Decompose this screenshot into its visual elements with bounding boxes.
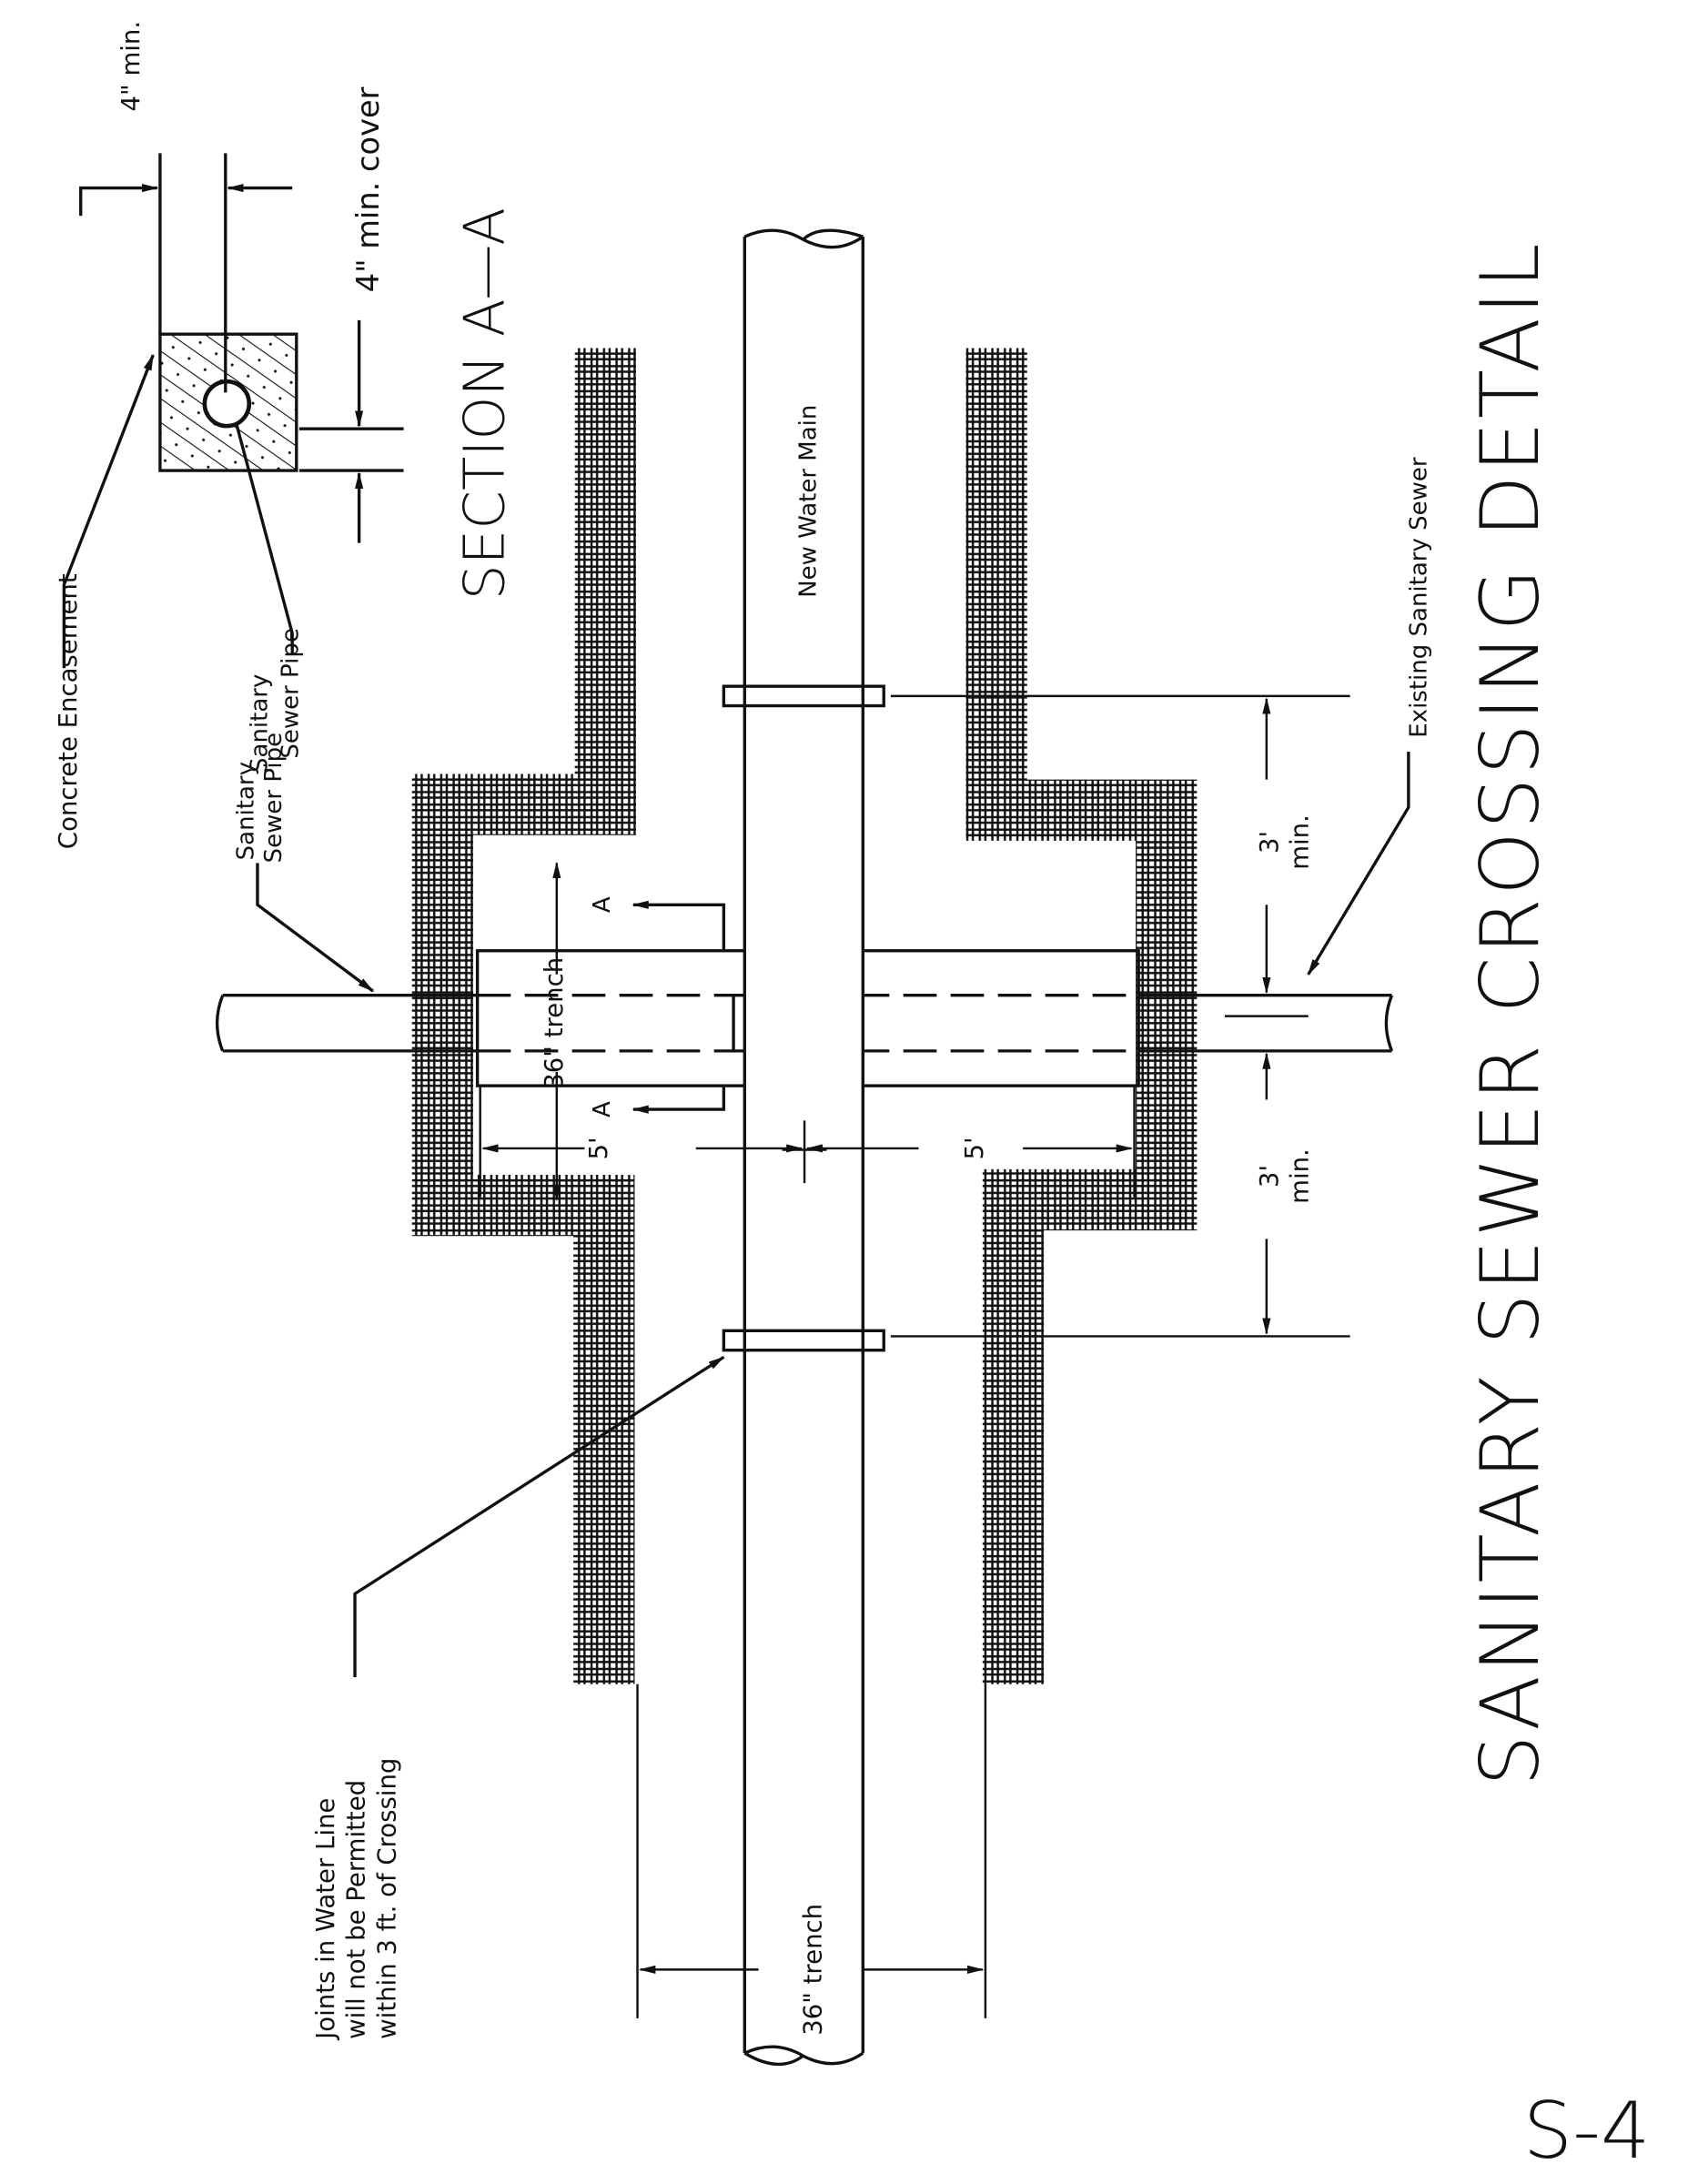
joints-note: Joints in Water Line <box>311 1798 340 2041</box>
dim-5ft-right: 5' <box>960 1137 989 1159</box>
dim-3ft-lower: 3' <box>1255 1165 1284 1188</box>
trench-width-bottom: 36" trench <box>798 1904 827 2036</box>
svg-text:4" min. cover: 4" min. cover <box>350 86 386 292</box>
section-mark-a1: A <box>589 896 616 913</box>
trench-walls <box>411 348 1198 1684</box>
drawing-title: SANITARY SEWER CROSSING DETAIL <box>1463 240 1557 1786</box>
pipe-joint <box>722 1329 885 1352</box>
existing-sewer-label: Existing Sanitary Sewer <box>1406 457 1433 738</box>
svg-text:within 3 ft. of Crossing: within 3 ft. of Crossing <box>372 1758 401 2039</box>
sheet-number: S-4 <box>1523 2086 1651 2177</box>
svg-text:Concrete Encasement: Concrete Encasement <box>54 573 83 849</box>
dim-5ft-left: 5' <box>584 1137 613 1159</box>
existing-sanitary-sewer <box>215 949 1394 1087</box>
right-trench-wall <box>965 348 1198 1684</box>
svg-text:Sanitary: Sanitary <box>247 674 274 773</box>
section-title: SECTION A—A <box>453 207 518 600</box>
section-a-a: 4" min. 4" min. cover Concrete Encasemen… <box>54 21 518 849</box>
svg-text:Sanitary: Sanitary <box>232 762 259 860</box>
svg-text:min.: min. <box>1286 814 1315 870</box>
section-cut: A A <box>589 896 735 1117</box>
left-trench-wall <box>411 348 636 1684</box>
dimensions: 36" trench 5' 5' 3' min. 3' min. 36" tre… <box>479 694 1350 2036</box>
pipe-joint <box>722 684 885 708</box>
svg-text:min.: min. <box>1286 1148 1315 1204</box>
dim-3ft-upper: 3' <box>1255 831 1284 854</box>
trench-width-top: 36" trench <box>540 957 569 1089</box>
new-water-main: New Water Main <box>722 228 885 2067</box>
section-mark-a2: A <box>589 1101 616 1117</box>
svg-text:Sewer Pipe: Sewer Pipe <box>277 628 304 759</box>
svg-text:will not be Permitted: will not be Permitted <box>342 1780 371 2039</box>
svg-text:Sewer Pipe: Sewer Pipe <box>260 733 288 864</box>
svg-text:4" min.: 4" min. <box>116 21 146 112</box>
notes: Sanitary Sewer Pipe Existing Sanitary Se… <box>232 457 1432 2041</box>
water-main-label: New Water Main <box>794 405 822 598</box>
